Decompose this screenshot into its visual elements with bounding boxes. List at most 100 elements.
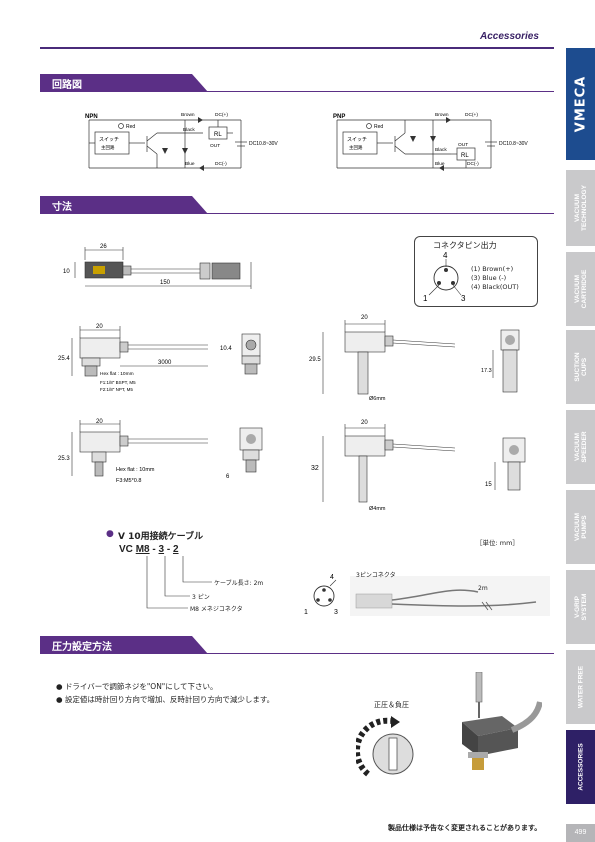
sensor-with-screwdriver-illustration [462,672,542,770]
v2-dim-20: 20 [361,315,368,321]
brand-logo: VMECA [573,75,588,133]
pnp-main-circuit-label: 主回路 [349,144,363,151]
npn-title: NPN [85,114,98,120]
cable-photo-length: 2m [478,585,488,592]
npn-main-circuit-label: 主回路 [101,144,115,151]
side-tab-label: V-GRIP SYSTEM [573,593,588,621]
pnp-dcplus-label: DC(+) [465,112,478,118]
connector-pin-desc-2: (3) Blue (-) [471,274,507,282]
adjustment-knob-illustration [356,716,414,777]
side-tab-accessories[interactable]: ACCESSORIES [566,730,595,804]
cable-photo [350,576,550,616]
side-tab-label: ACCESSORIES [577,743,584,791]
npn-switch-label: スイッチ [99,137,119,143]
npn-dcplus-label: DC(+) [215,112,228,118]
dimension-view-3: 20 25.3 Hex flat : 10mm F3:M5*0.8 6 [58,419,263,484]
v1-f2-label: F2:1/8" NPT, M5 [100,387,133,392]
npn-out-label: OUT [210,143,220,149]
footer-note: 製品仕様は予告なく変更されることがあります。 [388,824,542,832]
code-m8: M8 [135,544,150,555]
cable-pin-1: 1 [304,609,308,616]
connector-pin-desc-1: (1) Brown(+) [471,265,514,273]
npn-led-label: Red [126,124,135,130]
pnp-dcminus-label: DC(-) [467,161,479,167]
v2-dim-17-3: 17.3 [481,368,492,374]
connector-pin-face: 4 1 3 [423,251,466,303]
v1-dim-3000: 3000 [158,360,172,366]
brand-tab[interactable]: VMECA [566,48,595,160]
code-prefix: VC [119,544,133,555]
connector-pin-box: コネクタピン出力 4 1 3 (1) Brown(+) (3) Blue (-)… [414,236,538,307]
connector-pin-1: 1 [423,294,428,303]
side-tab-label: VACUUM PUMPS [573,512,588,542]
pressure-bullet-1: ● ドライバーで調節ネジを"ON"にして下さい。 [56,682,218,691]
side-tab-label: VACUUM SPEEDER [573,431,588,463]
section-header-dimensions: 寸法 [40,196,554,214]
v1-dim-25-4: 25.4 [58,356,70,362]
side-tab-vacuum-pumps[interactable]: VACUUM PUMPS [566,490,595,564]
page-number: 499 [566,824,595,842]
v1-f1-label: F1:1/8" BSPT, M5 [100,380,136,385]
knob-label: 正圧＆負圧 [374,701,409,709]
v4-dim-32: 32 [311,465,319,472]
v3-dim-6: 6 [226,474,230,480]
v1-hex-label: Hex flat : 10mm [100,371,134,377]
pressure-step-1: ドライバーで調節ネジを"ON"にして下さい。 [64,682,218,691]
cable-dim-150: 150 [160,280,171,286]
section-title-circuit: 回路図 [52,80,82,91]
cable-model-title: V 10用接続ケーブル [118,532,204,542]
v3-dim-20: 20 [96,419,103,425]
code-dash-2: - [166,544,171,555]
side-tab-water-free[interactable]: WATER FREE [566,650,595,724]
dimension-view-2: 20 29.5 Ø6mm 17.3 [309,315,520,402]
side-tab-vacuum-speeder[interactable]: VACUUM SPEEDER [566,410,595,484]
pnp-switch-label: スイッチ [347,137,367,143]
pnp-out-label: OUT [458,142,468,148]
section-title-pressure: 圧力設定方法 [52,642,112,653]
pressure-bullet-2: ● 設定値は時計回り方向で増加、反時計回り方向で減少します。 [56,695,275,704]
cable-photo-label: 3ピンコネクタ [356,572,396,579]
cable-pin-3: 3 [334,609,338,616]
side-tab-vacuum-technology[interactable]: VACUUM TECHNOLOGY [566,170,595,246]
connector-pin-desc-3: (4) Black(OUT) [471,283,519,291]
pnp-blue-label: Blue [435,161,445,167]
v3-f3-label: F3:M5*0.8 [116,478,141,484]
v1-dim-10-4: 10.4 [220,346,232,352]
v4-dim-15: 15 [485,482,492,488]
npn-black-label: Black [183,127,195,133]
code-pins: 3 [158,544,165,555]
npn-rl-label: RL [214,132,222,138]
cable-dim-10: 10 [63,269,70,275]
code-length: 2 [172,544,179,555]
desc-length: ケーブル長さ: 2m [214,580,264,587]
side-tab-suction-cups[interactable]: SUCTION CUPS [566,330,595,404]
pnp-circuit-diagram: PNP スイッチ 主回路 Red Brown DC(+) OUT Black R… [333,112,528,171]
v3-dim-25-3: 25.3 [58,456,70,462]
side-tab-v-grip-system[interactable]: V-GRIP SYSTEM [566,570,595,644]
section-title-dimensions: 寸法 [52,202,72,213]
npn-supply-label: DC10.8~30V [249,141,278,147]
pnp-title: PNP [333,114,345,120]
desc-connector: M8 メネジコネクタ [190,606,243,613]
sensor-cable-drawing: 26 10 150 [63,244,252,289]
side-tab-vacuum-cartridge[interactable]: VACUUM CARTRIDGE [566,252,595,326]
desc-pin: 3 ピン [192,594,210,601]
pnp-led-label: Red [374,124,383,130]
side-tab-label: WATER FREE [577,665,584,709]
npn-circuit-diagram: NPN スイッチ 主回路 Red Brown DC(+) Black RL OU… [85,112,278,171]
v2-dim-d6: Ø6mm [369,396,386,402]
section-header-circuit: 回路図 [40,74,554,92]
pnp-black-label: Black [435,147,447,153]
npn-dcminus-label: DC(-) [215,161,227,167]
model-code: VC M8 - 3 - 2 [119,544,179,555]
v4-dim-d4: Ø4mm [369,506,386,512]
npn-blue-label: Blue [185,161,195,167]
v2-dim-29-5: 29.5 [309,357,321,363]
npn-brown-label: Brown [181,112,195,118]
cable-dim-26: 26 [100,244,107,250]
connector-pin-4: 4 [443,251,448,260]
unit-note: ［単位: mm］ [476,539,519,547]
pnp-rl-label: RL [461,153,469,159]
v4-dim-20: 20 [361,420,368,426]
code-dash-1: - [152,544,156,555]
